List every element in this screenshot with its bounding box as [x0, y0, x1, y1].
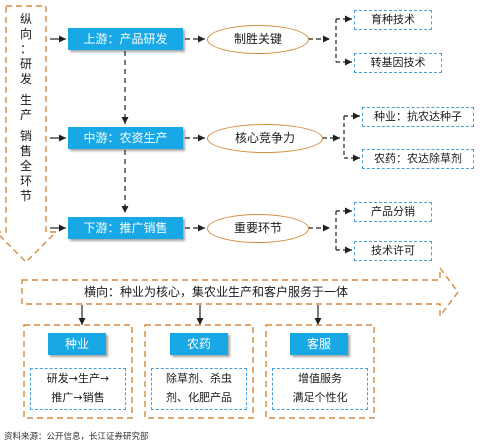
key-oval-midstream: 核心竞争力: [207, 124, 323, 153]
detail-midstream-2: 农药：农达除草剂: [362, 149, 474, 169]
vertical-label-char: 环: [19, 174, 32, 188]
vertical-label-char: 售: [19, 144, 32, 158]
segment-detail-service: 增值服务 满足个性化: [272, 368, 368, 410]
vertical-label-char: ：: [19, 42, 32, 56]
segment-detail-line: 除草剂、杀虫: [166, 372, 232, 385]
vertical-flow-label: 纵向：研发 生产 销售全环节: [18, 12, 34, 204]
detail-downstream-2: 技术许可: [354, 241, 432, 261]
detail-midstream-1: 种业：抗农达种子: [362, 107, 474, 127]
vertical-label-char: 向: [19, 27, 32, 41]
segment-detail-line: 研发→生产→: [46, 372, 110, 385]
key-oval-downstream: 重要环节: [207, 214, 309, 243]
horizontal-flow-arrow: [21, 265, 459, 319]
stage-downstream: 下游：推广销售: [68, 217, 183, 239]
segment-frame-3: [265, 324, 375, 419]
vertical-label-char: 生: [19, 93, 32, 107]
source-note: 资料来源：公开信息，长江证券研究部: [4, 432, 149, 442]
segment-frame-1: [23, 324, 133, 419]
segment-detail-line: 推广→销售: [51, 391, 105, 404]
segment-title-pesticide: 农药: [170, 333, 228, 355]
segment-detail-line: 增值服务: [298, 372, 342, 385]
segment-detail-pesticide: 除草剂、杀虫 剂、化肥产品: [151, 368, 247, 410]
vertical-label-char: 纵: [19, 12, 32, 26]
detail-upstream-2: 转基因技术: [354, 53, 442, 73]
segment-detail-line: 满足个性化: [292, 391, 348, 404]
vertical-label-char: 节: [19, 189, 32, 203]
horizontal-flow-label: 横向：种业为核心，集农业生产和客户服务于一体: [84, 285, 349, 299]
vertical-label-char: 发: [19, 72, 32, 86]
stage-upstream: 上游：产品研发: [68, 28, 183, 50]
key-oval-upstream: 制胜关键: [207, 25, 309, 54]
detail-upstream-1: 育种技术: [354, 10, 432, 30]
segment-title-seeds: 种业: [48, 333, 106, 355]
stage-midstream: 中游：农资生产: [68, 127, 183, 149]
segment-detail-seeds: 研发→生产→ 推广→销售: [30, 368, 126, 410]
vertical-label-char: 产: [19, 108, 32, 122]
segment-title-service: 客服: [290, 333, 348, 355]
vertical-label-char: 销: [19, 129, 32, 143]
vertical-label-char: 全: [19, 159, 32, 173]
segment-detail-line: 剂、化肥产品: [166, 391, 232, 404]
vertical-label-char: 研: [19, 57, 32, 71]
segment-frame-2: [144, 324, 254, 419]
detail-downstream-1: 产品分销: [354, 202, 432, 222]
